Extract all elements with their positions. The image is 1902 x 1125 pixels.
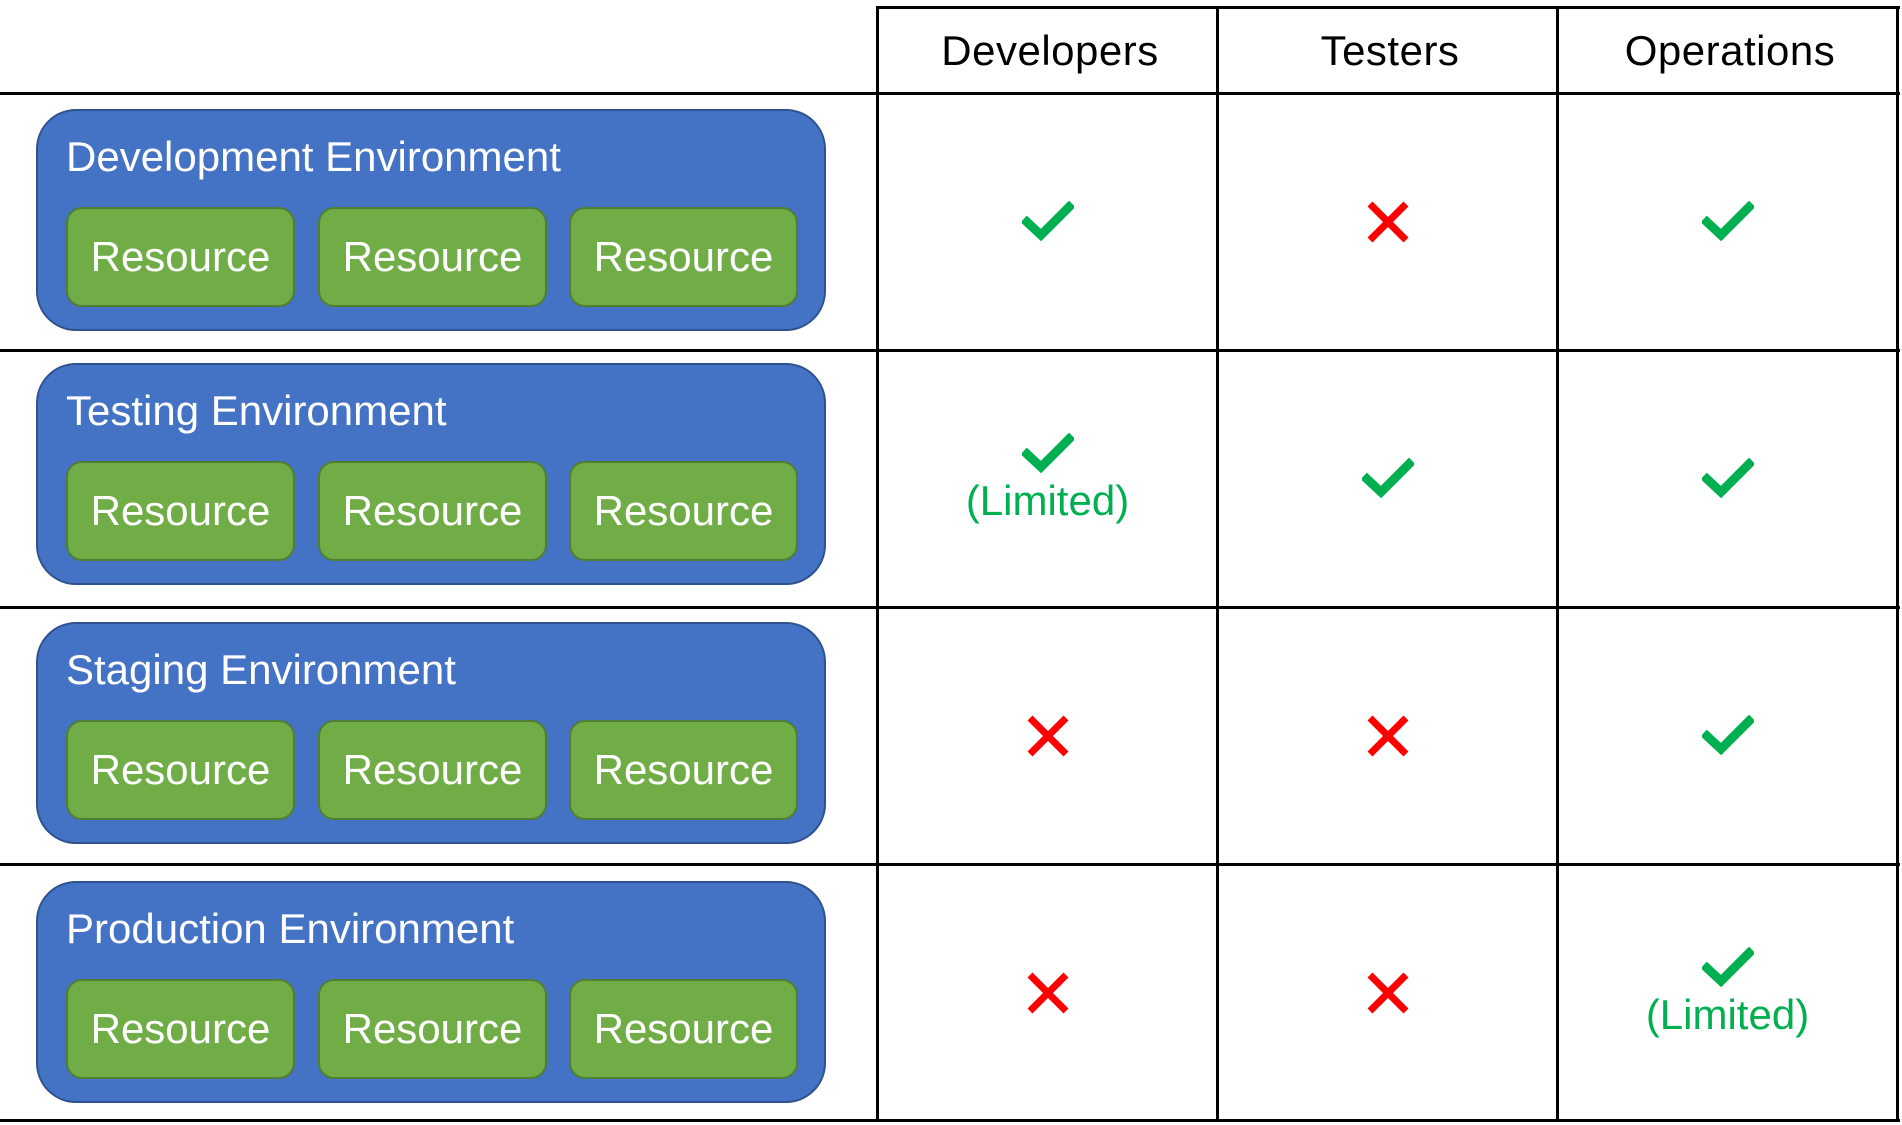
access-cell [1559,352,1896,606]
access-cell [1559,95,1896,349]
column-header-testers: Testers [1320,27,1460,74]
access-cell [1559,609,1896,863]
column-header-operations: Operations [1624,27,1836,74]
resource-block: Resource [569,720,798,820]
access-cell [1219,352,1556,606]
environment-title: Testing Environment [66,387,447,434]
cross-icon [1025,970,1071,1016]
access-cell [1219,609,1556,863]
access-cell [1219,95,1556,349]
grid-line [877,6,1900,9]
access-note: (Limited) [965,477,1130,524]
access-note: (Limited) [1645,991,1810,1038]
resource-block: Resource [569,979,798,1079]
resource-block: Resource [318,461,547,561]
resource-block: Resource [569,207,798,307]
check-icon [1701,201,1754,243]
cross-icon [1365,970,1411,1016]
resource-block: Resource [66,461,295,561]
access-cell [1219,866,1556,1120]
resource-block: Resource [66,207,295,307]
grid-line [0,863,1900,866]
resource-block: Resource [569,461,798,561]
resource-block: Resource [318,207,547,307]
cross-icon [1365,713,1411,759]
resource-block: Resource [66,720,295,820]
environment-box-testing: Testing Environment Resource Resource Re… [36,363,826,585]
check-icon [1361,458,1414,500]
check-icon [1701,715,1754,757]
environment-title: Development Environment [66,133,561,180]
environment-title: Production Environment [66,905,515,952]
grid-line [1556,6,1559,1122]
grid-line [0,1119,1900,1122]
environment-title: Staging Environment [66,646,456,693]
check-icon [1021,433,1074,475]
grid-line [0,606,1900,609]
grid-line [0,92,1900,95]
check-icon [1701,458,1754,500]
access-cell [879,609,1216,863]
environment-box-staging: Staging Environment Resource Resource Re… [36,622,826,844]
resource-block: Resource [318,720,547,820]
column-header-developers: Developers [941,27,1159,74]
grid-line [1216,6,1219,1122]
check-icon [1021,201,1074,243]
grid-line [876,6,879,1122]
access-cell [879,866,1216,1120]
grid-line [0,349,1900,352]
access-cell: (Limited) [1559,866,1896,1120]
grid-line [1896,6,1899,1122]
check-icon [1701,947,1754,989]
cross-icon [1025,713,1071,759]
cross-icon [1365,199,1411,245]
environment-box-production: Production Environment Resource Resource… [36,881,826,1103]
access-cell [879,95,1216,349]
access-cell: (Limited) [879,352,1216,606]
environment-box-development: Development Environment Resource Resourc… [36,109,826,331]
resource-block: Resource [66,979,295,1079]
resource-block: Resource [318,979,547,1079]
